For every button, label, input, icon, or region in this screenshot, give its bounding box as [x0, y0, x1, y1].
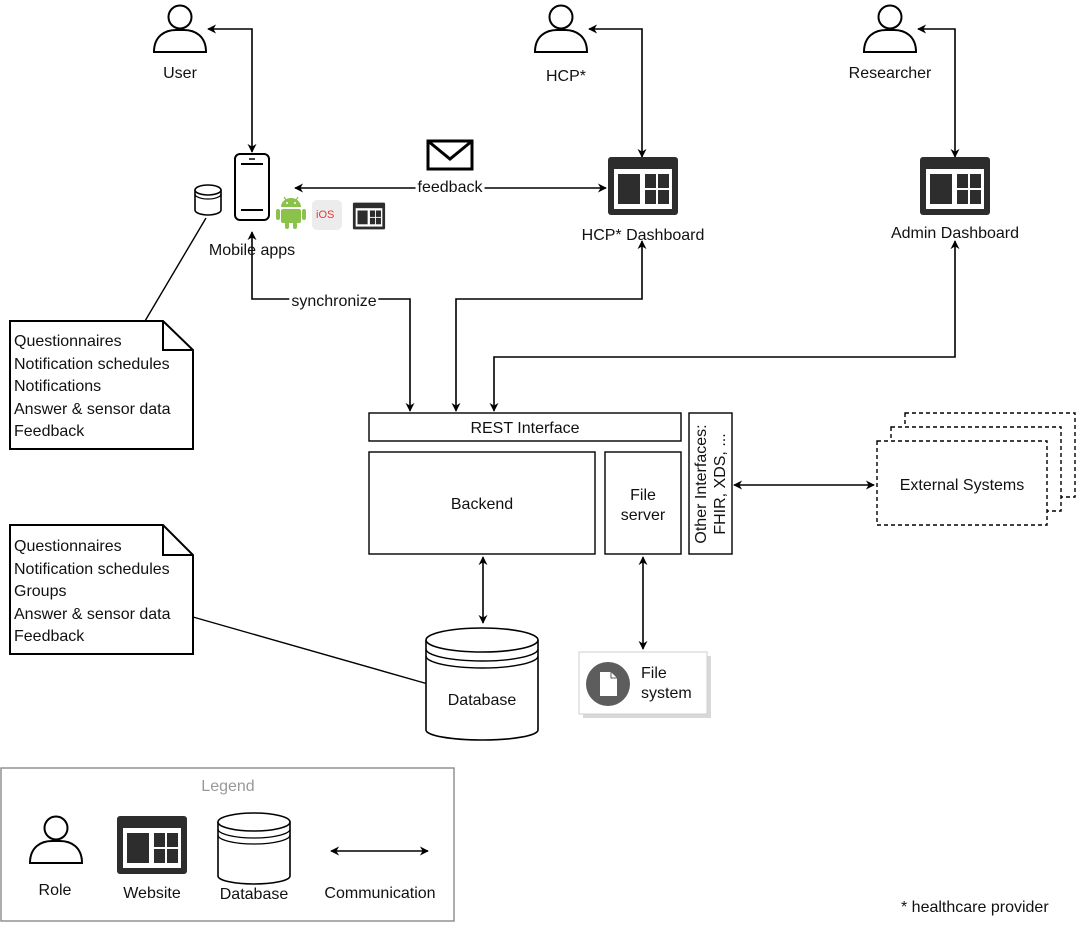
hcp-label: HCP*: [545, 68, 587, 85]
backend-box: [368, 451, 596, 555]
ios-icon: [312, 200, 342, 230]
mobile-storage-item: Notification schedules: [14, 355, 170, 373]
mobile-storage-item: Notifications: [14, 378, 102, 396]
user-label: User: [163, 65, 197, 82]
researcher-to-admin-arrow: [917, 24, 960, 158]
file-system-label: File system: [641, 664, 692, 704]
file-server-box: [604, 451, 682, 555]
legend-database-label: Database: [219, 886, 289, 903]
user-role-icon: [153, 4, 207, 53]
admin-dashboard-to-rest-arrow: [489, 240, 960, 412]
other-interfaces-label: Other Interfaces: FHIR, XDS, ...: [692, 424, 730, 543]
database-storage-item: Questionnaires: [14, 538, 122, 555]
database-storage-note: [9, 524, 194, 655]
mobile-storage-item: Questionnaires: [14, 333, 122, 350]
mobile-storage-note: [9, 320, 194, 450]
external-systems-stack: [876, 412, 1076, 526]
synchronize-label: synchronize: [289, 293, 379, 311]
external-systems-label: External Systems: [899, 477, 1025, 494]
mobile-phone-icon: [234, 153, 270, 221]
backend-label: Backend: [450, 496, 514, 513]
file-system-label-line: system: [641, 685, 692, 702]
android-icon: [276, 196, 306, 229]
file-system-card: [578, 651, 711, 718]
footnote: * healthcare provider: [901, 899, 1049, 916]
legend-website-label: Website: [123, 885, 181, 902]
database-storage-item: Notification schedules: [14, 560, 170, 578]
file-server-label: File server: [605, 486, 681, 526]
other-interfaces-label-line: FHIR, XDS, ...: [712, 433, 729, 535]
database-note-connector: [192, 616, 429, 685]
researcher-role-icon: [863, 4, 917, 53]
database-cylinder: [425, 627, 539, 741]
database-storage-list: Questionnaires Notification schedules Gr…: [14, 536, 171, 649]
feedback-label: feedback: [415, 179, 485, 197]
hcp-dashboard-label: HCP* Dashboard: [581, 227, 705, 244]
legend-role-label: Role: [38, 882, 72, 899]
database-storage-item: Feedback: [14, 628, 85, 646]
ios-label: iOS: [316, 209, 335, 221]
mobile-storage-item: Answer & sensor data: [14, 400, 171, 418]
mobile-apps-label: Mobile apps: [208, 242, 296, 259]
web-app-icon: [352, 202, 386, 230]
admin-dashboard-label: Admin Dashboard: [890, 225, 1020, 242]
other-interfaces-label-line: Other Interfaces:: [693, 424, 710, 544]
mobile-storage-item: Feedback: [14, 423, 85, 441]
mobile-storage-list: Questionnaires Notification schedules No…: [14, 331, 171, 444]
database-storage-item: Answer & sensor data: [14, 605, 171, 623]
file-server-label-line: server: [620, 507, 666, 524]
user-to-mobile-arrow: [207, 24, 257, 153]
legend-website-icon: [117, 816, 187, 874]
database-label: Database: [447, 692, 517, 709]
hcp-dashboard-icon: [608, 157, 678, 215]
rest-interface-box: [368, 412, 682, 442]
rest-interface-label: REST Interface: [470, 420, 580, 437]
legend-database-icon: [217, 812, 291, 885]
researcher-label: Researcher: [848, 65, 932, 82]
hcp-role-icon: [534, 4, 588, 53]
local-storage-icon: [194, 184, 222, 216]
other-interfaces-box: [688, 412, 733, 555]
legend-title: Legend: [201, 778, 255, 795]
database-storage-item: Groups: [14, 583, 67, 601]
envelope-icon: [426, 139, 474, 171]
file-server-label-line: File: [630, 487, 656, 504]
hcp-dashboard-to-rest-arrow: [451, 240, 647, 412]
file-system-label-line: File: [641, 665, 667, 682]
legend-communication-label: Communication: [324, 885, 436, 902]
hcp-to-dashboard-arrow: [588, 24, 647, 158]
admin-dashboard-icon: [920, 157, 990, 215]
mobile-note-connector: [144, 217, 207, 322]
